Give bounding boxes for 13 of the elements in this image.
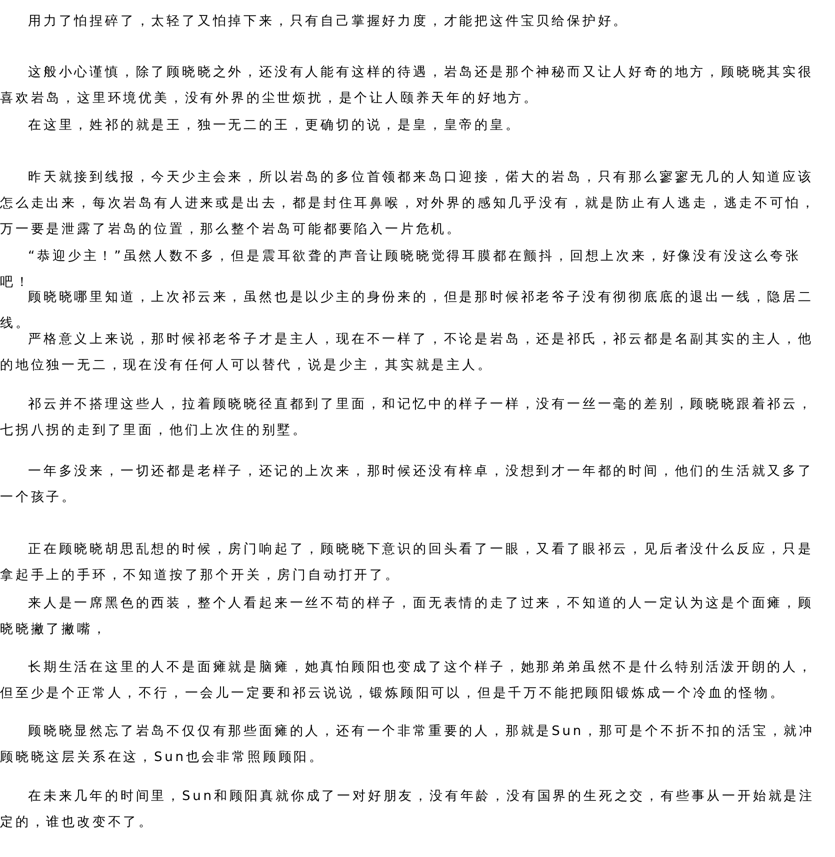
paragraph: 顾晓晓显然忘了岩岛不仅仅有那些面瘫的人，还有一个非常重要的人，那就是Sun，那可是个不折不扣的活宝，就冲顾晓晓这层关系在这，Sun也会非常照顾顾阳。 bbox=[0, 723, 816, 767]
paragraph: 这般小心谨慎，除了顾晓晓之外，还没有人能有这样的待遇，岩岛还是那个神秘而又让人好奇的地方，顾晓晓其实很喜欢岩岛，这里环境优美，没有外界的尘世烦扰，是个让人颐养天年的好地方。 bbox=[0, 64, 814, 108]
paragraph: 祁云并不搭理这些人，拉着顾晓晓径直都到了里面，和记忆中的样子一样，没有一丝一毫的差别，顾晓晓跟着祁云，七拐八拐的走到了里面，他们上次住的别墅。 bbox=[0, 396, 814, 440]
paragraph: 在未来几年的时间里，Sun和顾阳真就你成了一对好朋友，没有年龄，没有国界的生死之交，有些事从一开始就是注定的，谁也改变不了。 bbox=[0, 788, 816, 832]
paragraph: 昨天就接到线报，今天少主会来，所以岩岛的多位首领都来岛口迎接，偌大的岩岛，只有那么寥寥无几的人知道应该怎么走出来，每次岩岛有人进来或是出去，都是封住耳鼻喉，对外界的感知几乎没有，就是防止有人逃走，逃走不可怕，万一要是泄露了岩岛的位置，那么整个岩岛可能都要陷入一片危机。 bbox=[0, 169, 818, 239]
paragraph: 顾晓晓哪里知道，上次祁云来，虽然也是以少主的身份来的，但是那时候祁老爷子没有彻彻底底的退出一线，隐居二线。 bbox=[0, 289, 814, 332]
paragraph: 严格意义上来说，那时候祁老爷子才是主人，现在不一样了，不论是岩岛，还是祁氏，祁云都是名副其实的主人，他的地位独一无二，现在没有任何人可以替代，说是少主，其实就是主人。 bbox=[0, 331, 814, 375]
paragraph: 来人是一席黑色的西装，整个人看起来一丝不苟的样子，面无表情的走了过来，不知道的人一定认为这是个面瘫，顾晓晓撇了撇嘴， bbox=[0, 595, 814, 639]
paragraph: 一年多没来，一切还都是老样子，还记的上次来，那时候还没有梓卓，没想到才一年都的时间，他们的生活就又多了一个孩子。 bbox=[0, 463, 814, 507]
paragraph: 长期生活在这里的人不是面瘫就是脑瘫，她真怕顾阳也变成了这个样子，她那弟弟虽然不是什么特别活泼开朗的人，但至少是个正常人，不行，一会儿一定要和祁云说说，锻炼顾阳可以，但是千万不能把顾阳锻炼成一个冷血的怪物。 bbox=[0, 659, 814, 703]
paragraph: 用力了怕捏碎了，太轻了又怕掉下来，只有自己掌握好力度，才能把这件宝贝给保护好。 bbox=[27, 13, 630, 31]
paragraph: 在这里，姓祁的就是王，独一无二的王，更确切的说，是皇，皇帝的皇。 bbox=[27, 117, 522, 135]
paragraph: 正在顾晓晓胡思乱想的时候，房门响起了，顾晓晓下意识的回头看了一眼，又看了眼祁云，见后者没什么反应，只是拿起手上的手环，不知道按了那个开关，房门自动打开了。 bbox=[0, 541, 814, 585]
